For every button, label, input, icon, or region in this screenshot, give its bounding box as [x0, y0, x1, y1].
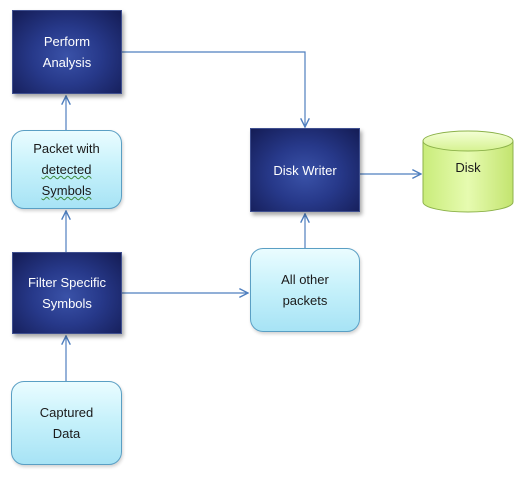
filter-specific-symbols-label: Filter Specific Symbols: [27, 275, 107, 311]
packet-line-2: detected: [41, 162, 92, 177]
all-other-packets-label: All other packets: [281, 272, 329, 308]
all-other-packets-box: All other packets: [250, 248, 360, 332]
packet-line-3: Symbols: [41, 183, 92, 198]
captured-data-label: Captured Data: [39, 405, 94, 441]
arrow-analysis-to-diskwriter: [122, 51, 305, 127]
disk-label: Disk: [455, 160, 481, 175]
perform-analysis-label: Perform Analysis: [42, 34, 92, 70]
disk-writer-box: Disk Writer: [250, 128, 360, 212]
filter-specific-symbols-box: Filter Specific Symbols: [12, 252, 122, 334]
perform-analysis-box: Perform Analysis: [12, 10, 122, 94]
packet-with-detected-symbols-box: Packet with detected Symbols: [11, 130, 122, 209]
captured-data-box: Captured Data: [11, 381, 122, 465]
packet-with-detected-symbols-label: Packet with detected Symbols: [33, 138, 99, 201]
disk-writer-label: Disk Writer: [273, 162, 337, 178]
packet-line-1: Packet with: [33, 141, 100, 156]
disk-cylinder: [422, 130, 514, 213]
